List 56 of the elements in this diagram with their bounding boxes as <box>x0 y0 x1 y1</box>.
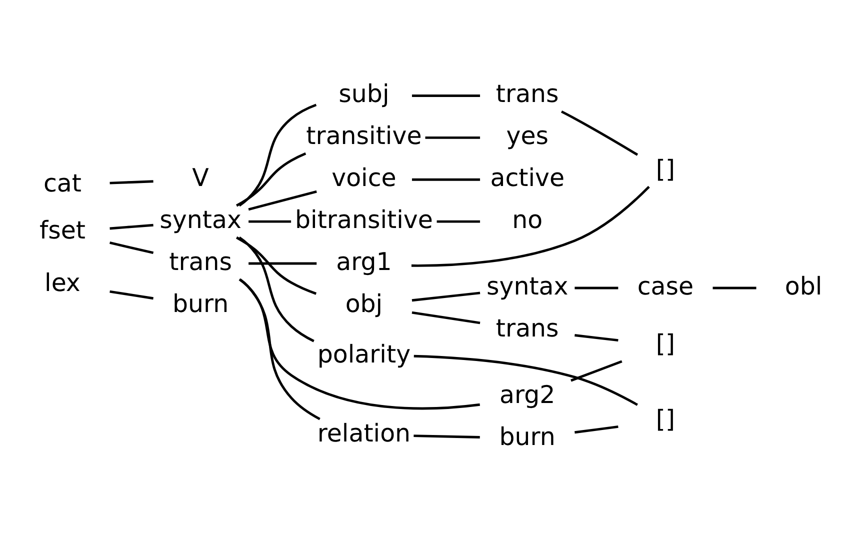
node-text: syntax <box>160 204 242 234</box>
connector <box>414 354 638 406</box>
connector <box>574 334 618 342</box>
connector <box>110 223 154 230</box>
connector <box>414 434 480 438</box>
node-text: relation <box>317 418 411 447</box>
connector <box>412 310 480 324</box>
connector <box>238 236 314 342</box>
node-text: burn <box>172 288 229 318</box>
connector <box>412 291 480 302</box>
connector <box>238 278 480 410</box>
node-text: arg1 <box>336 246 392 276</box>
connector <box>248 190 317 210</box>
connector <box>436 220 480 222</box>
connector <box>110 290 154 300</box>
node-text: [] <box>656 154 675 183</box>
node-text: trans <box>169 246 232 276</box>
connector <box>412 94 480 96</box>
connector <box>425 136 480 138</box>
node-text: active <box>490 162 565 192</box>
connector <box>574 425 618 434</box>
node-text: V <box>192 162 209 192</box>
node-text: trans <box>496 78 559 108</box>
connector <box>236 152 306 206</box>
node-text: subj <box>338 78 390 108</box>
node-text: obj <box>345 288 383 318</box>
node-text: bitransitive <box>295 204 433 234</box>
node-text: trans <box>496 312 559 342</box>
connector <box>411 185 650 266</box>
connector <box>574 286 618 289</box>
connector <box>560 110 638 156</box>
node-text: transitive <box>306 120 422 150</box>
node-text: cat <box>43 168 82 197</box>
node-text: burn <box>499 421 556 450</box>
node-text: case <box>637 270 694 300</box>
node-text: obl <box>784 270 822 300</box>
connector <box>570 360 622 382</box>
node-text: [] <box>656 328 675 358</box>
node-text: polarity <box>317 339 411 368</box>
connector <box>239 278 320 420</box>
node-text: fset <box>39 215 86 244</box>
node-text: syntax <box>486 270 568 300</box>
connector <box>110 180 154 184</box>
node-text: lex <box>44 267 80 296</box>
connector <box>712 286 756 289</box>
node-text: arg2 <box>500 379 556 408</box>
node-text: no <box>512 204 543 234</box>
connector <box>110 241 154 254</box>
connector <box>236 236 317 294</box>
node-text: yes <box>506 120 549 150</box>
connector <box>248 220 292 222</box>
connector <box>248 262 317 264</box>
connector <box>412 178 480 180</box>
connector <box>238 103 317 206</box>
node-text: voice <box>332 162 396 192</box>
node-text: [] <box>656 404 675 433</box>
